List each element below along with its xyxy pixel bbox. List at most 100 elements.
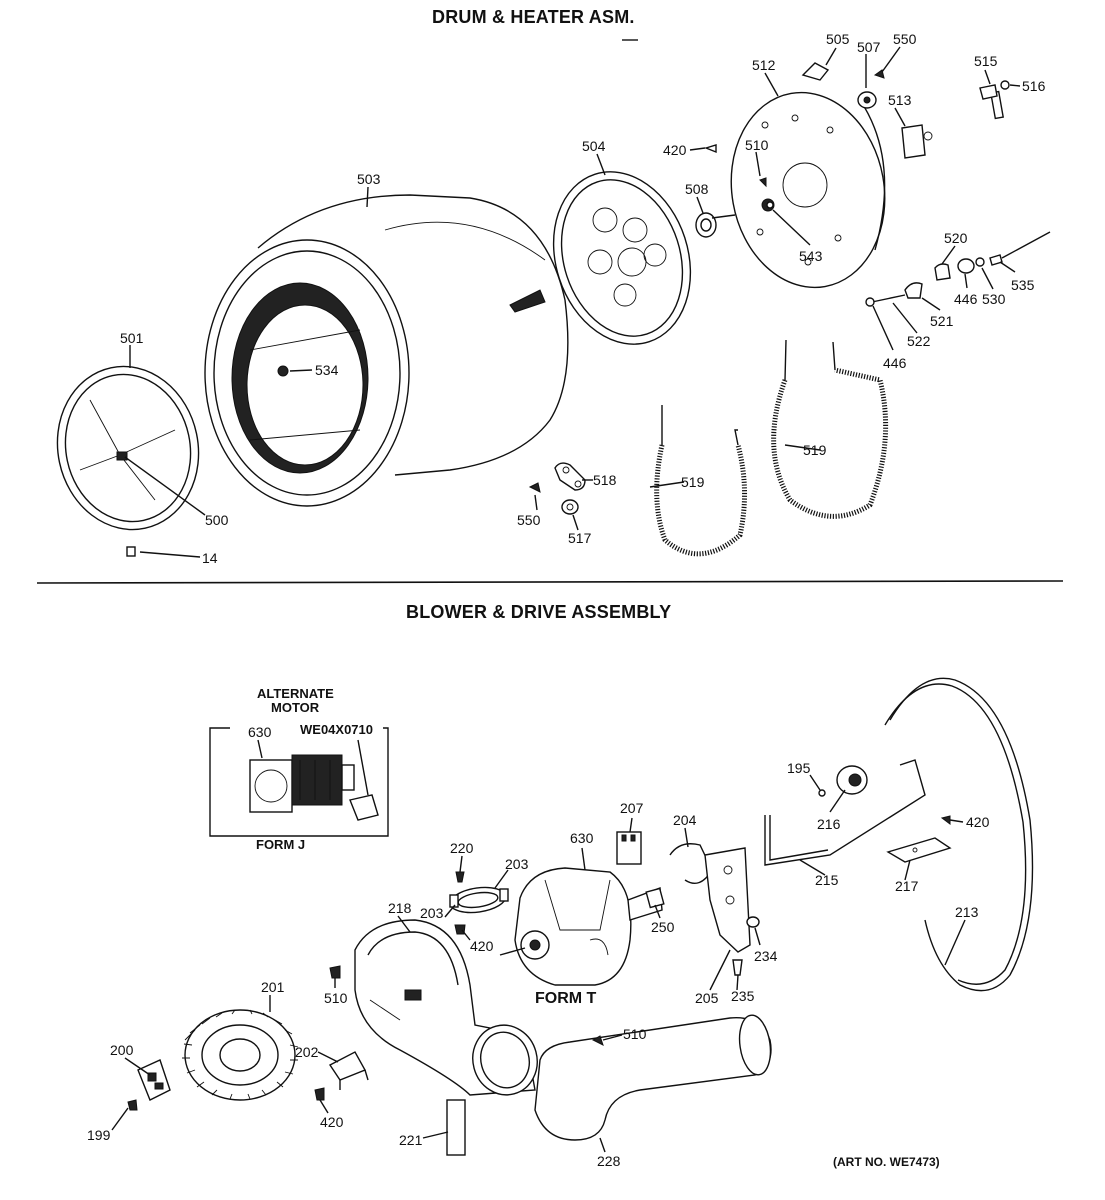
callout-14: 14 [202, 550, 218, 566]
callout-199: 199 [87, 1127, 111, 1143]
idler-arm-215 [764, 759, 926, 866]
screw-510-duct [591, 1035, 604, 1046]
rear-baffle-504 [552, 171, 692, 345]
callout-519-large: 519 [803, 442, 827, 458]
callout-228: 228 [597, 1153, 621, 1169]
callout-200: 200 [110, 1042, 134, 1058]
thermostat-507 [857, 91, 877, 109]
seal-strip-221 [446, 1099, 466, 1156]
sensor-515 [979, 84, 1005, 120]
heater-coil-519-small [654, 405, 747, 557]
callout-205: 205 [695, 990, 719, 1006]
callout-420-top: 420 [663, 142, 687, 158]
drive-belt-213 [884, 677, 1034, 992]
callout-213: 213 [955, 904, 979, 920]
leader-lines-bottom [111, 774, 966, 1153]
callout-513: 513 [888, 92, 912, 108]
screw-195 [818, 789, 826, 797]
callout-504: 504 [582, 138, 606, 154]
bracket-200 [137, 1059, 171, 1101]
callout-517: 517 [568, 530, 592, 546]
switch-207 [616, 831, 642, 865]
callout-420-bracket-202: 420 [320, 1114, 344, 1130]
callout-519-small: 519 [681, 474, 705, 490]
screw-235 [732, 959, 743, 976]
inset-form-label: FORM J [256, 837, 305, 852]
inset-part-number: WE04X0710 [300, 722, 373, 737]
callout-207: 207 [620, 800, 644, 816]
callout-446-b: 446 [883, 355, 907, 371]
bearing-508 [695, 212, 736, 238]
callout-203-upper: 203 [505, 856, 529, 872]
callout-420-clamp: 420 [470, 938, 494, 954]
callout-217: 217 [895, 878, 919, 894]
screw-550-bottom [528, 482, 541, 493]
callout-201: 201 [261, 979, 285, 995]
callout-505: 505 [826, 31, 850, 47]
callout-250: 250 [651, 919, 675, 935]
callout-534: 534 [315, 362, 339, 378]
motor-mount-205 [704, 847, 751, 953]
callout-216: 216 [817, 816, 841, 832]
callout-535: 535 [1011, 277, 1035, 293]
callout-550-bottom: 550 [517, 512, 541, 528]
screw-550-top [873, 69, 885, 79]
callout-204: 204 [673, 812, 697, 828]
callout-202: 202 [295, 1044, 319, 1060]
callout-503: 503 [357, 171, 381, 187]
callout-510-top: 510 [745, 137, 769, 153]
form-t-label: FORM T [535, 990, 597, 1007]
callout-420-bracket: 420 [966, 814, 990, 830]
callout-516: 516 [1022, 78, 1046, 94]
callout-215: 215 [815, 872, 839, 888]
drum-front-ring-501 [56, 365, 200, 557]
clip-516 [1000, 80, 1010, 90]
callout-630-main: 630 [570, 830, 594, 846]
callout-195: 195 [787, 760, 811, 776]
leader-lines-top [124, 46, 1021, 558]
screw-534 [277, 365, 289, 377]
alternate-motor-inset: ALTERNATE MOTOR WE04X0710 630 FORM J [209, 686, 389, 852]
screw-510-housing [329, 965, 341, 979]
screw-420-bracket [940, 815, 951, 825]
callout-530: 530 [982, 291, 1006, 307]
terminal-parts [865, 231, 1051, 307]
screw-510-top [759, 177, 767, 188]
grommet-517 [561, 499, 579, 515]
bracket-217 [886, 837, 952, 863]
motor-630 [499, 867, 665, 986]
screw-420-top [703, 144, 717, 154]
screw-420-clamp [454, 924, 466, 935]
section-divider [36, 580, 1064, 584]
blower-wheel-201 [182, 1009, 299, 1101]
callout-501: 501 [120, 330, 144, 346]
inset-title-line2: MOTOR [271, 700, 320, 715]
drum-heater-title: DRUM & HEATER ASM. [432, 7, 635, 27]
callout-630-inset: 630 [248, 724, 272, 740]
callout-543: 543 [799, 248, 823, 264]
callout-235: 235 [731, 988, 755, 1004]
clip-518 [554, 462, 586, 491]
motor-clamp-203 [449, 886, 509, 914]
grommet-234 [746, 916, 760, 928]
callout-221: 221 [399, 1132, 423, 1148]
callout-521: 521 [930, 313, 954, 329]
heater-coil-519-large [771, 339, 889, 519]
exhaust-duct-228 [534, 1014, 772, 1141]
callout-515: 515 [974, 53, 998, 69]
art-number: (ART NO. WE7473) [833, 1155, 940, 1169]
callout-507: 507 [857, 39, 881, 55]
blower-housing-218 [354, 919, 538, 1096]
idler-pulley-216 [836, 765, 868, 795]
thermostat-505 [801, 62, 830, 81]
blower-drive-title: BLOWER & DRIVE ASSEMBLY [406, 602, 672, 622]
callout-518: 518 [593, 472, 617, 488]
callout-203-lower: 203 [420, 905, 444, 921]
callout-522: 522 [907, 333, 931, 349]
drum-503 [204, 194, 569, 507]
callout-446-a: 446 [954, 291, 978, 307]
callout-218: 218 [388, 900, 412, 916]
bracket-513 [901, 124, 933, 159]
rear-drum-head-512 [730, 91, 886, 289]
